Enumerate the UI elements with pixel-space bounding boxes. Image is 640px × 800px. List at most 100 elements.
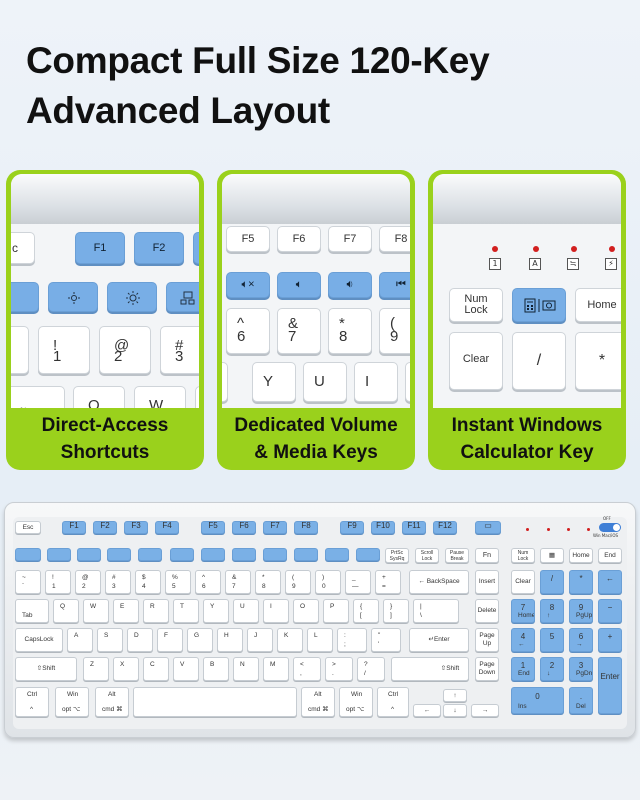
key-punct-z-2: ?/ — [357, 657, 385, 681]
key-capslock: CapsLock — [15, 628, 63, 652]
key-volume-up: 🔉︎ — [328, 272, 372, 298]
key-punct-1: "' — [371, 628, 401, 652]
volume-up-icon: 🔉︎ — [346, 278, 354, 291]
key-q: Q — [73, 386, 125, 408]
key-insert: Insert — [475, 570, 499, 594]
key-num-lock: Num Lock — [511, 548, 535, 563]
key-prtsc: PrtSc SysRq — [385, 548, 409, 563]
key-y: Y — [252, 362, 296, 402]
key-media-11 — [325, 548, 349, 561]
key-f6: F6 — [232, 521, 256, 534]
key-num-11: _— — [345, 570, 371, 594]
connection-indicator-icon: ≒ — [567, 258, 579, 270]
key-media-6 — [170, 548, 194, 561]
key-letter-t: T — [173, 599, 199, 623]
key-numpad-5: 5 — [540, 628, 564, 652]
key-letter-u: U — [233, 599, 259, 623]
panel-keyboard-closeup: F5 F6 F7 F8 🔈︎× 🔈︎ 🔉︎ ⏮︎ ^6 &7 *8 (9 Y U… — [222, 174, 410, 408]
key-delete: Delete — [475, 599, 499, 623]
key-punct-z-0: <, — [293, 657, 321, 681]
key-esc: c — [11, 232, 35, 264]
key-media-12 — [356, 548, 380, 561]
panel-direct-access: c F1 F2 !1 @2 #3 ⇤ Q W Direct-Access Sho… — [6, 170, 204, 470]
key-letter-x: X — [113, 657, 139, 681]
key-f7: F7 — [328, 226, 372, 252]
key-np-multiply: * — [569, 570, 593, 594]
key-letter-q: Q — [53, 599, 79, 623]
key-divide: / — [512, 332, 566, 390]
key-num-4: $4 — [135, 570, 161, 594]
key-2: @2 — [99, 326, 151, 374]
key-arrow-up: ↑ — [443, 689, 467, 702]
panel-keyboard-closeup: c F1 F2 !1 @2 #3 ⇤ Q W — [11, 174, 199, 408]
key-task-view — [166, 282, 199, 312]
camera-icon — [542, 300, 556, 311]
key-letter-k: K — [277, 628, 303, 652]
key-brightness-down — [48, 282, 98, 312]
key-media-3 — [77, 548, 101, 561]
key-1: !1 — [38, 326, 90, 374]
key-screen: ▭ — [475, 521, 501, 534]
key-volume-down: 🔈︎ — [277, 272, 321, 298]
key-media-4 — [107, 548, 131, 561]
key-partial — [11, 282, 39, 312]
key-numpad-12: .Del — [569, 687, 593, 714]
os-switch[interactable] — [599, 523, 621, 532]
key-f12: F12 — [433, 521, 457, 534]
key-fn: Fn — [475, 548, 499, 563]
key-page-up: Page Up — [475, 628, 499, 652]
key-letter-v: V — [173, 657, 199, 681]
previous-track-icon: ⏮︎ — [396, 278, 406, 291]
key-punct-z-1: >. — [325, 657, 353, 681]
key-letter-r: R — [143, 599, 169, 623]
key-letter-i: I — [263, 599, 289, 623]
key-bracket-2: |\ — [413, 599, 459, 623]
key-num-1: !1 — [45, 570, 71, 594]
key-i: I — [354, 362, 398, 402]
panel-caption: Dedicated Volume & Media Keys — [234, 415, 398, 463]
led-caps — [533, 246, 539, 252]
volume-down-icon: 🔈︎ — [295, 278, 303, 291]
key-f6: F6 — [277, 226, 321, 252]
headline-line-2: Advanced Layout — [26, 90, 330, 131]
headline: Compact Full Size 120-Key Advanced Layou… — [26, 36, 626, 136]
key-numpad-3: − — [598, 599, 622, 623]
key-letter-n: N — [233, 657, 259, 681]
key-letter-o: O — [293, 599, 319, 623]
monitor-icon: ▭ — [484, 521, 492, 530]
key-letter-p: P — [323, 599, 349, 623]
key-letter-b: B — [203, 657, 229, 681]
key-home: Home — [575, 288, 621, 322]
key-num-7: &7 — [225, 570, 251, 594]
key-backspace: ← BackSpace — [409, 570, 469, 594]
key-num-10: )0 — [315, 570, 341, 594]
key-f5: F5 — [201, 521, 225, 534]
key-7: &7 — [277, 308, 321, 354]
key-9: (9 — [379, 308, 410, 354]
key-numpad-9: 2↓ — [540, 657, 564, 681]
key-f8: F8 — [379, 226, 410, 252]
key-bracket-1: }] — [383, 599, 409, 623]
key-letter-a: A — [67, 628, 93, 652]
key-f1: F1 — [75, 232, 125, 264]
key-num-3: #3 — [105, 570, 131, 594]
key-u: U — [303, 362, 347, 402]
key-num-5: %5 — [165, 570, 191, 594]
key-media-5 — [138, 548, 162, 561]
key-shift-left: ⇧Shift — [15, 657, 77, 681]
key-f2: F2 — [93, 521, 117, 534]
key-np-divide: / — [540, 570, 564, 594]
led-num — [492, 246, 498, 252]
key-pause: Pause Break — [445, 548, 469, 563]
key-tilde — [11, 326, 29, 374]
headline-line-1: Compact Full Size 120-Key — [26, 40, 490, 81]
caps-lock-indicator-icon: A — [529, 258, 541, 270]
key-arrow-right: → — [471, 704, 499, 717]
key-home: Home — [569, 548, 593, 563]
key-bracket-0: {[ — [353, 599, 379, 623]
key-calculator — [512, 288, 566, 322]
key-media-7 — [201, 548, 225, 561]
